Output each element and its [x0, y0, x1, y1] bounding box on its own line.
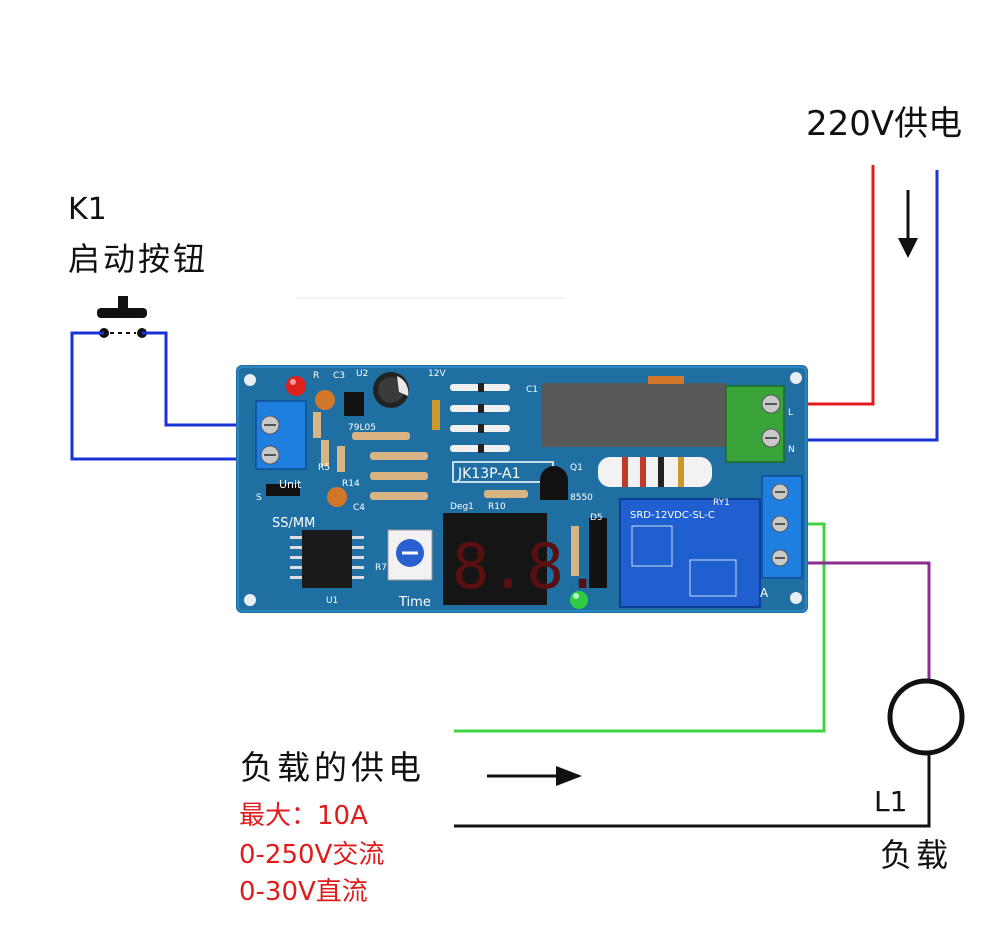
svg-text:RY1: RY1 — [713, 498, 730, 508]
svg-text:SS/MM: SS/MM — [272, 516, 315, 531]
svg-text:A: A — [760, 586, 769, 600]
svg-text:C3: C3 — [333, 371, 345, 381]
ac-range-label: 0-250V交流 — [239, 840, 385, 870]
svg-text:C1: C1 — [526, 385, 538, 395]
green-led — [570, 591, 588, 609]
model-label: JK13P-A1 — [457, 466, 521, 482]
power-module — [541, 383, 725, 447]
svg-text:R5: R5 — [318, 463, 330, 473]
svg-text:Deg1: Deg1 — [450, 502, 474, 512]
svg-text:C4: C4 — [353, 503, 365, 513]
resistor-bank — [352, 383, 528, 500]
svg-text:L: L — [788, 408, 793, 418]
power-resistor — [598, 457, 712, 487]
button-terminal-block[interactable] — [255, 400, 307, 470]
svg-text:N: N — [788, 445, 795, 455]
dc-range-label: 0-30V直流 — [239, 877, 368, 907]
transistor-u2 — [344, 392, 364, 416]
transistor-q1 — [540, 466, 568, 500]
resistor-r5 — [321, 440, 329, 466]
load-lamp-icon — [887, 678, 965, 756]
button-wire-right — [142, 331, 282, 427]
svg-text:Unit: Unit — [279, 478, 302, 491]
svg-text:Q1: Q1 — [570, 463, 583, 473]
pcb-board: JK13P-A1 SRD-12VDC-SL-C — [236, 365, 808, 613]
svg-text:S: S — [256, 493, 262, 503]
capacitor-c4 — [327, 487, 347, 507]
capacitor-c3 — [315, 390, 335, 410]
svg-text:R7: R7 — [375, 563, 387, 573]
power-terminal-block[interactable] — [725, 385, 785, 463]
l1-label: L1 — [874, 785, 908, 818]
power-supply-label: 220V供电 — [806, 104, 963, 144]
supply-wire-blue — [770, 170, 939, 442]
down-arrow-icon — [898, 190, 918, 258]
mount-hole — [790, 592, 802, 604]
max-current-label: 最大：10A — [239, 801, 368, 831]
mount-hole — [790, 372, 802, 384]
svg-text:D5: D5 — [590, 513, 603, 523]
svg-text:U1: U1 — [326, 596, 338, 606]
mount-hole — [244, 594, 256, 606]
load-terminal-block[interactable] — [761, 475, 803, 579]
svg-text:R10: R10 — [488, 502, 506, 512]
load-supply-label: 负载的供电 — [240, 748, 425, 787]
ic-u1 — [290, 530, 364, 588]
diode-d5 — [589, 518, 607, 588]
svg-text:79L05: 79L05 — [348, 423, 376, 433]
resistor-r14 — [337, 446, 345, 472]
k1-label: K1 — [68, 192, 107, 227]
load-wire-black — [454, 752, 931, 828]
svg-text:8550: 8550 — [570, 493, 593, 503]
svg-text:U2: U2 — [356, 369, 368, 379]
relay: SRD-12VDC-SL-C — [619, 498, 761, 608]
mount-hole — [244, 374, 256, 386]
start-button-label: 启动按钮 — [68, 240, 209, 278]
resistor — [313, 412, 321, 438]
load-label: 负载 — [880, 836, 953, 874]
svg-text:SRD-12VDC-SL-C: SRD-12VDC-SL-C — [630, 510, 715, 521]
mode-jumper[interactable] — [266, 484, 300, 496]
svg-text:R: R — [313, 371, 319, 381]
right-arrow-icon — [487, 766, 582, 786]
button-wire-left — [70, 331, 282, 461]
svg-text:R14: R14 — [342, 479, 360, 489]
time-potentiometer[interactable] — [387, 529, 433, 581]
resistor-vertical — [571, 526, 579, 576]
load-wire-purple — [785, 561, 931, 682]
red-led — [286, 376, 306, 396]
svg-text:Time: Time — [398, 595, 431, 610]
k1-push-button[interactable] — [97, 296, 147, 338]
svg-text:12V: 12V — [428, 369, 446, 379]
